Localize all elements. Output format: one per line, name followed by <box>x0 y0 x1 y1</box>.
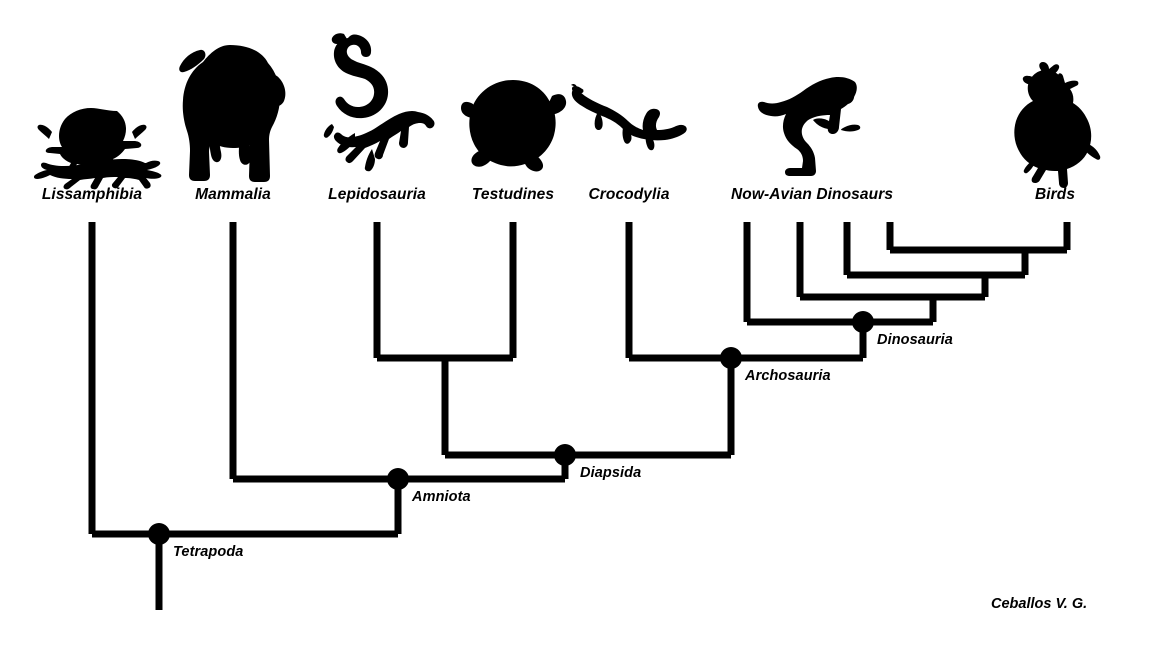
node-marker-amniota <box>387 468 409 490</box>
node-marker-tetrapoda <box>148 523 170 545</box>
node-marker-archosauria <box>720 347 742 369</box>
turtle-silhouette <box>459 66 567 176</box>
author-signature: Ceballos V. G. <box>991 596 1088 612</box>
tip-label-lissamphibia: Lissamphibia <box>41 186 143 203</box>
frog-and-salamander-silhouette <box>17 106 167 190</box>
node-label-dinosauria: Dinosauria <box>877 332 953 348</box>
tip-label-crocodylia: Crocodylia <box>588 186 670 203</box>
node-label-archosauria: Archosauria <box>745 368 831 384</box>
tip-label-birds: Birds <box>1034 186 1076 203</box>
node-marker-diapsida <box>554 444 576 466</box>
node-label-amniota: Amniota <box>412 489 471 505</box>
tip-label-testudines: Testudines <box>471 186 555 203</box>
elephant-silhouette <box>173 40 293 183</box>
theropod-dinosaur-silhouette <box>753 68 871 176</box>
tip-label-lepidosauria: Lepidosauria <box>328 186 426 203</box>
snake-and-lizard-silhouette <box>322 28 435 183</box>
node-label-diapsida: Diapsida <box>580 465 642 481</box>
node-label-tetrapoda: Tetrapoda <box>173 544 244 560</box>
node-marker-dinosauria <box>852 311 874 333</box>
crocodile-silhouette <box>570 74 688 164</box>
tip-label-now-avian-dinosaurs: Now-Avian Dinosaurs <box>730 186 894 203</box>
tip-label-mammalia: Mammalia <box>195 186 271 203</box>
rooster-silhouette <box>1005 62 1105 188</box>
